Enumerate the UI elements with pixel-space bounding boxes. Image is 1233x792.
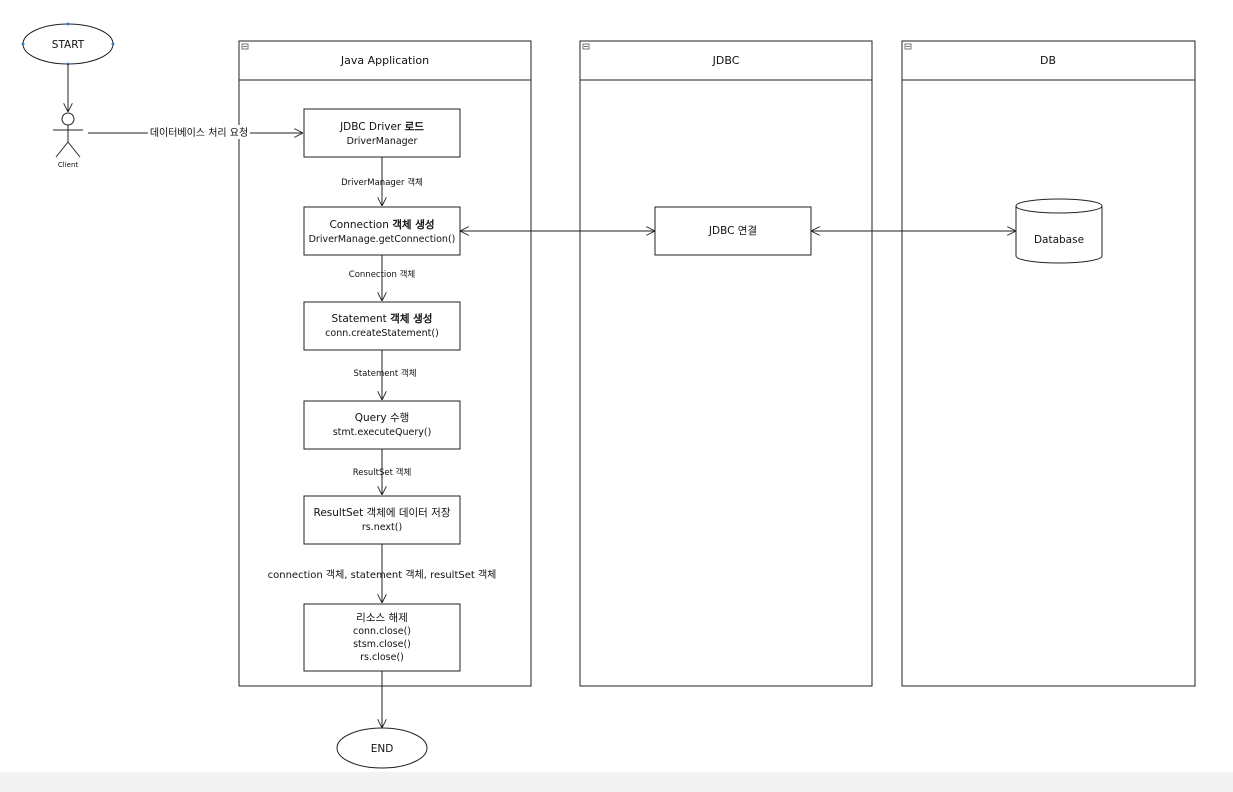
database-label: Database	[1034, 234, 1084, 246]
step-title: ResultSet 객체에 데이터 저장	[314, 507, 451, 519]
svg-text:Statement 객체 생성: Statement 객체 생성	[332, 312, 433, 325]
svg-text:Connection 객체 생성: Connection 객체 생성	[329, 218, 434, 231]
end-node[interactable]: END	[336, 727, 428, 769]
edge-label: connection 객체, statement 객체, resultSet 객…	[268, 569, 497, 581]
lane-jdbc: JDBC	[579, 40, 873, 687]
step-title-bold: 객체 생성	[392, 218, 434, 231]
window-bottom-bar	[0, 772, 1233, 792]
edge-label: Connection 객체	[349, 269, 415, 280]
end-label: END	[371, 743, 394, 755]
client-label: Client	[58, 161, 79, 169]
step-connection-create[interactable]: Connection 객체 생성 DriverManage.getConnect…	[303, 206, 461, 256]
database-icon[interactable]: Database	[1015, 198, 1103, 264]
step-query-execute[interactable]: Query 수행 stmt.executeQuery()	[303, 400, 461, 450]
step-resultset-store[interactable]: ResultSet 객체에 데이터 저장 rs.next()	[303, 495, 461, 545]
step-title: Statement	[332, 313, 387, 325]
step-detail: conn.close()	[353, 626, 411, 637]
request-label: 데이터베이스 처리 요청	[150, 127, 248, 139]
jdbc-connection-box[interactable]: JDBC 연결	[654, 206, 812, 256]
step-statement-create[interactable]: Statement 객체 생성 conn.createStatement()	[303, 301, 461, 351]
start-label: START	[52, 39, 85, 51]
step-title: 리소스 해제	[356, 611, 408, 624]
step-title: Connection	[329, 219, 388, 231]
step-title: Query 수행	[355, 412, 410, 424]
edge-label: ResultSet 객체	[353, 467, 412, 478]
jdbc-connection-label: JDBC 연결	[708, 225, 757, 237]
lane-title-db: DB	[1040, 54, 1056, 67]
edge-label: Statement 객체	[353, 368, 416, 379]
step-detail: stmt.executeQuery()	[333, 427, 432, 438]
lane-title-java: Java Application	[340, 54, 429, 67]
step-detail: stsm.close()	[353, 639, 411, 650]
step-detail: DriverManager	[347, 136, 418, 147]
lane-db: DB	[901, 40, 1196, 687]
step-detail: rs.next()	[362, 522, 402, 533]
step-title-bold: 객체 생성	[390, 312, 432, 325]
step-detail: DriverManage.getConnection()	[309, 234, 456, 245]
step-detail: rs.close()	[360, 652, 404, 663]
lane-title-jdbc: JDBC	[712, 54, 740, 67]
step-resource-release[interactable]: 리소스 해제 conn.close() stsm.close() rs.clos…	[303, 603, 461, 672]
step-detail: conn.createStatement()	[325, 328, 439, 339]
edge-label: DriverManager 객체	[341, 177, 423, 188]
step-driver-load[interactable]: JDBC Driver 로드 DriverManager	[303, 108, 461, 158]
start-node[interactable]: START	[21, 22, 115, 66]
client-actor-icon[interactable]	[53, 112, 83, 158]
step-title: JDBC Driver	[339, 121, 402, 133]
step-title-bold: 로드	[405, 121, 425, 133]
svg-text:JDBC Driver 로드: JDBC Driver 로드	[339, 121, 424, 133]
lane-java-application: Java Application	[238, 40, 532, 687]
